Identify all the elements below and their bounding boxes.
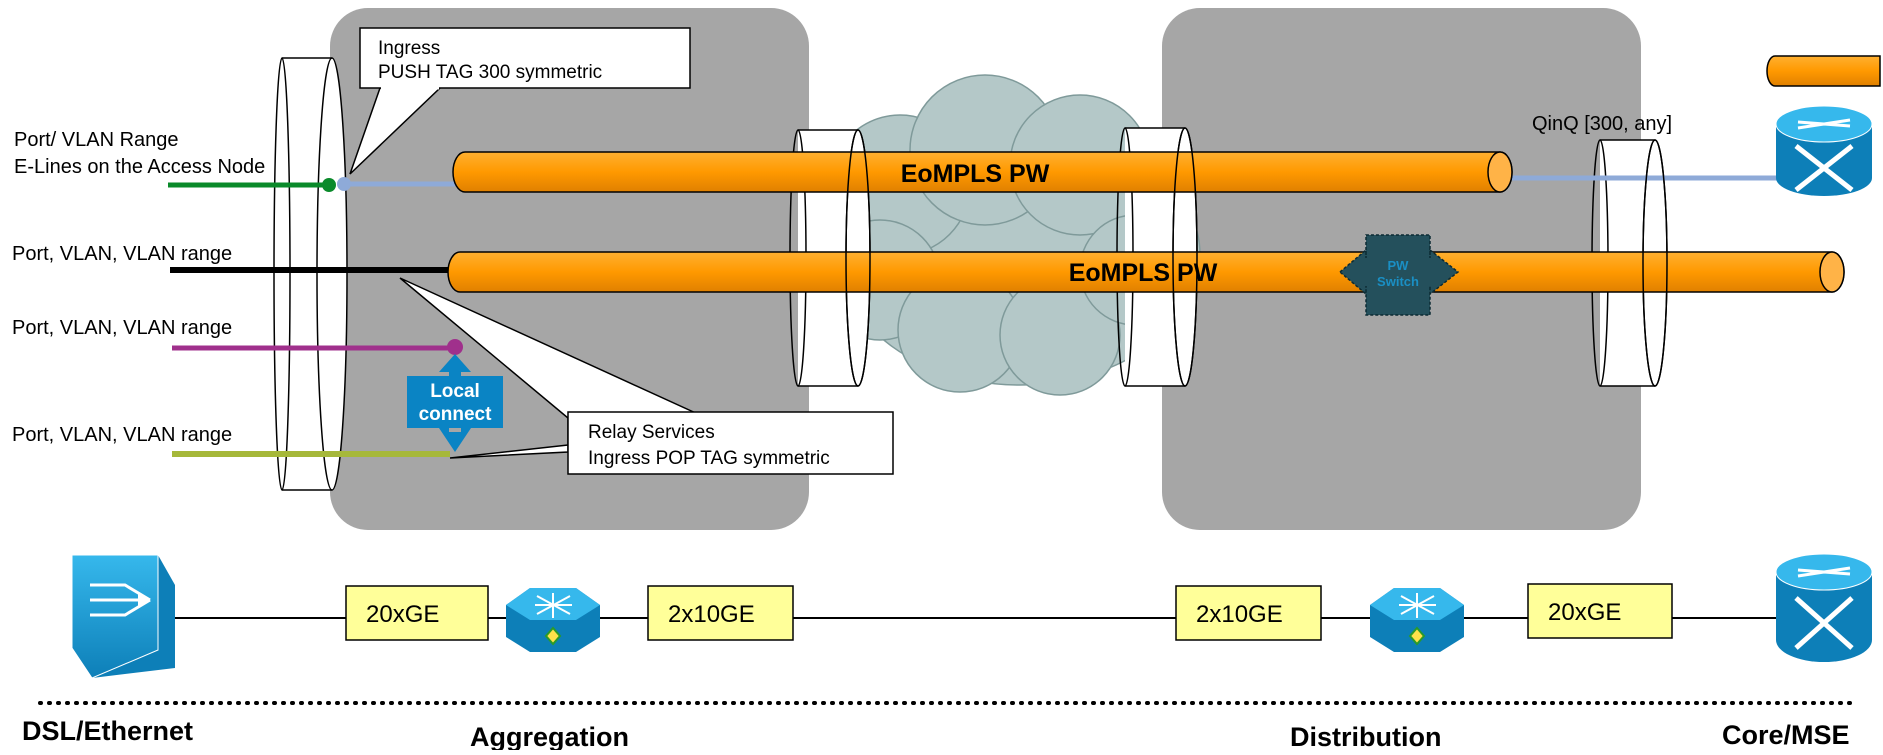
local-connect-line2: connect — [419, 404, 493, 425]
zone-label-core: Core/MSE — [1722, 720, 1850, 750]
link-label-left-uplink: 2x10GE — [647, 585, 794, 641]
pw-switch-line2: Switch — [1377, 274, 1419, 289]
relay-callout-line1: Relay Services — [588, 422, 715, 443]
eline-purple-endpoint — [447, 339, 463, 355]
pipe-1-label: EoMPLS PW — [901, 160, 1050, 188]
pw-switch: PW Switch — [1338, 234, 1460, 316]
port-label-4: Port, VLAN, VLAN range — [12, 424, 232, 446]
aggregation-switch-icon — [506, 588, 600, 652]
eline-green-endpoint — [322, 178, 336, 192]
link-label-right-uplink-text: 2x10GE — [1196, 601, 1283, 628]
dslam-icon — [71, 554, 175, 679]
zone-label-distribution: Distribution — [1290, 722, 1441, 750]
eompls-pw-pipe-1 — [452, 151, 1513, 193]
port-label-3: Port, VLAN, VLAN range — [12, 317, 232, 339]
local-connect-line1: Local — [430, 381, 480, 402]
link-label-left-access-text: 20xGE — [366, 601, 439, 628]
ingress-callout-line2: PUSH TAG 300 symmetric — [378, 62, 602, 83]
zone-label-aggregation: Aggregation — [470, 722, 629, 750]
pipe-2-label: EoMPLS PW — [1069, 259, 1218, 287]
link-label-right-core: 20xGE — [1527, 583, 1673, 639]
ring-front-arcs — [845, 127, 1668, 387]
port-label-2: Port, VLAN, VLAN range — [12, 243, 232, 265]
link-label-left-uplink-text: 2x10GE — [668, 601, 755, 628]
qinq-label: QinQ [300, any] — [1532, 113, 1672, 135]
relay-callout: Relay Services Ingress POP TAG symmetric — [399, 277, 894, 475]
eline-lightblue-endpoint — [337, 177, 351, 191]
core-router-icon — [1775, 553, 1873, 662]
ingress-callout: Ingress PUSH TAG 300 symmetric — [349, 27, 691, 175]
link-label-left-access: 20xGE — [345, 585, 489, 641]
link-label-right-core-text: 20xGE — [1548, 599, 1621, 626]
router-icon — [1775, 105, 1873, 196]
eompls-pw-pipe-2 — [447, 251, 1845, 293]
relay-callout-line2: Ingress POP TAG symmetric — [588, 448, 830, 469]
distribution-switch-icon — [1370, 588, 1464, 652]
port-label-1-line2: E-Lines on the Access Node — [14, 156, 265, 178]
access-node-ring — [273, 57, 348, 491]
zone-label-dsl: DSL/Ethernet — [22, 716, 193, 746]
ingress-callout-line1: Ingress — [378, 38, 440, 59]
local-connect: Local connect — [407, 354, 503, 452]
pw-switch-line1: PW — [1388, 258, 1410, 273]
legend-pipe-stub — [1766, 55, 1881, 87]
link-label-right-uplink: 2x10GE — [1175, 585, 1322, 641]
port-label-1-line1: Port/ VLAN Range — [14, 129, 179, 151]
